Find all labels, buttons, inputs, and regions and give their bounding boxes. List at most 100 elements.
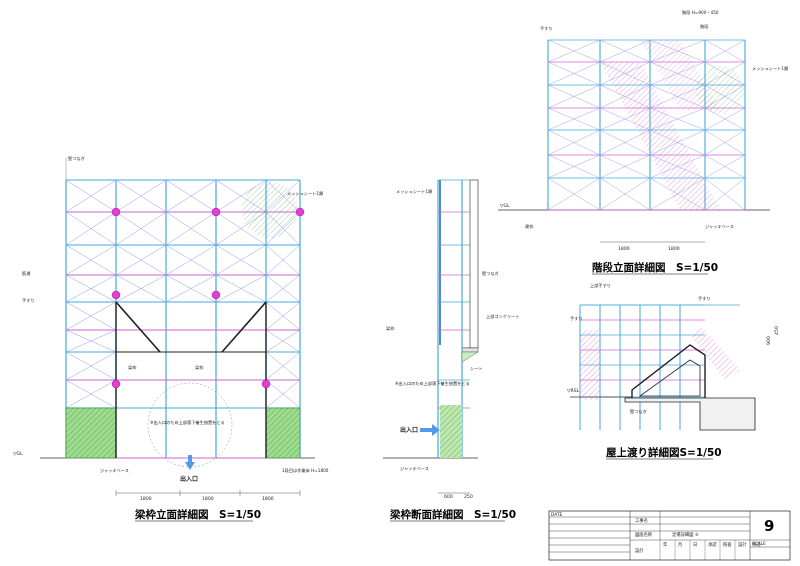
front-vgl-label: ▽GL [13,451,23,457]
lower-right-mesh-hatch [266,408,300,458]
beam-diagonal-left [115,301,161,353]
roof-view: 上部手すり 手すり 手すり 壁つなぎ ▽RSL 900 450 屋上渡り詳細図S… [567,282,780,460]
section-note: ※出入口のため上部落下養生措置をとる [395,380,470,387]
stair-label-jack: ジャッキベース [705,224,734,229]
stair-brace [704,39,746,63]
wall-tie-marker [111,207,121,217]
entrance-arrow-icon [185,455,195,470]
section-view-title: 梁枠断面詳細図 S=1/50 [389,508,516,521]
tb-project-label: 工事名 [635,517,648,524]
beam-diagonal-right [221,301,267,353]
stair-mesh-area [696,66,744,114]
stair-dim-1: 1800 [618,246,630,252]
tb-date-label: DATE [551,512,562,518]
frame-brace [165,244,217,276]
tb-sub-label: 照査 [723,541,732,548]
tb-sub-label: 日 [693,542,697,548]
front-dim-3: 1800 [262,496,274,502]
section-beam-bracket [461,351,479,363]
tb-drawing-label: 図面名称 [635,531,653,538]
frame-brace [265,274,301,303]
wall-tie-marker [111,379,121,389]
stair-label-spec: 階段 H=900・450 [682,9,719,16]
stair-brace [547,84,601,109]
stair-brace [704,154,746,179]
stair-view-title: 階段立面詳細図 S=1/50 [592,261,718,274]
front-wall-ties [111,207,305,389]
frame-brace [65,244,117,276]
wall-tie-marker [295,207,305,217]
stair-label-mesh: メッシュシート1類 [752,65,789,72]
tb-sub-label: 月 [678,542,682,548]
stair-brace [547,154,601,179]
lower-left-mesh-hatch [66,408,116,458]
roof-parapet [631,344,706,401]
frame-brace [65,379,117,409]
stair-brace [599,154,651,179]
roof-stair-right [690,325,740,380]
frame-brace [65,211,117,246]
frame-brace [215,274,267,303]
frame-brace [165,211,217,246]
wall-tie-marker [111,290,121,300]
frame-brace [65,179,117,213]
entrance-clearance [147,382,233,468]
section-ledgers [438,179,470,409]
tb-sub-label: 作成 [752,541,761,548]
frame-brace [115,274,167,303]
frame-brace [65,274,117,303]
section-view: メッシュシート1類 壁つなぎ 上部コンクリート 梁枠 シート ※出入口のため上部… [383,179,520,522]
roof-slab [624,397,756,431]
front-label-beam: 梁枠 [128,364,137,371]
roof-label-wall-tie: 壁つなぎ [630,408,647,414]
stair-brace [704,107,746,131]
frame-brace [265,351,301,381]
section-label-base: ジャッキベース [400,466,429,471]
frame-brace [65,351,117,381]
roof-dim-2: 450 [774,326,780,335]
front-label-mesh: メッシュシート1類 [287,190,324,197]
stair-brace [704,129,746,156]
front-view: ▽GL ※出入口のため上部落下養生措置をとる 出入口 壁つなぎ メッシュシート1… [13,155,329,522]
tb-sub-label: 設計 [738,541,747,548]
front-label-beam-spec: 梁枠 [195,364,204,371]
stair-label-stair: 階段 [700,23,709,30]
frame-brace [115,211,167,246]
frame-brace [265,329,301,353]
tb-sub-labels: 年月日承認照査設計作成 [663,541,761,548]
tb-scale-label: SCALE [752,541,766,547]
tb-page-number: 9 [764,517,774,535]
section-dim-1: 600 [444,494,453,500]
section-label-sheet: シート [470,366,483,371]
frame-brace [265,301,301,331]
stair-brace [547,107,601,131]
frame-brace [215,244,267,276]
front-dim-1: 1800 [140,496,152,502]
wall-tie-marker [261,379,271,389]
roof-vgl-label: ▽RSL [567,388,580,394]
tb-drawing-name: 足場詳細図 ② [672,531,699,538]
roof-stair-left [580,330,600,400]
entrance-label: 出入口 [180,475,198,483]
title-block: DATE 工事名 図面名称 足場詳細図 ② 設計 SCALE 9 年月日承認照査… [548,510,791,561]
frame-brace [265,379,301,409]
wall-tie-marker [211,207,221,217]
stair-vgl-label: ▽GL [500,203,510,209]
roof-dim-1: 900 [766,336,772,345]
stair-brace [547,129,601,156]
frame-brace [265,244,301,276]
section-entrance-label: 出入口 [400,426,418,434]
tb-company-label: 設計 [635,547,644,554]
frame-brace [115,179,167,213]
building-wall [469,179,479,349]
floor-slab [461,347,479,353]
roof-label-top-left: 上部手すり [590,282,611,289]
section-label-beam: 梁枠 [386,325,395,332]
stair-brace [547,177,601,211]
wall-tie-marker [211,290,221,300]
stair-label-bottom-left: 建枠 [525,223,534,230]
roof-label-top-right: 手すり [698,295,711,302]
section-label-mesh: メッシュシート1類 [396,188,433,195]
frame-brace [165,274,217,303]
